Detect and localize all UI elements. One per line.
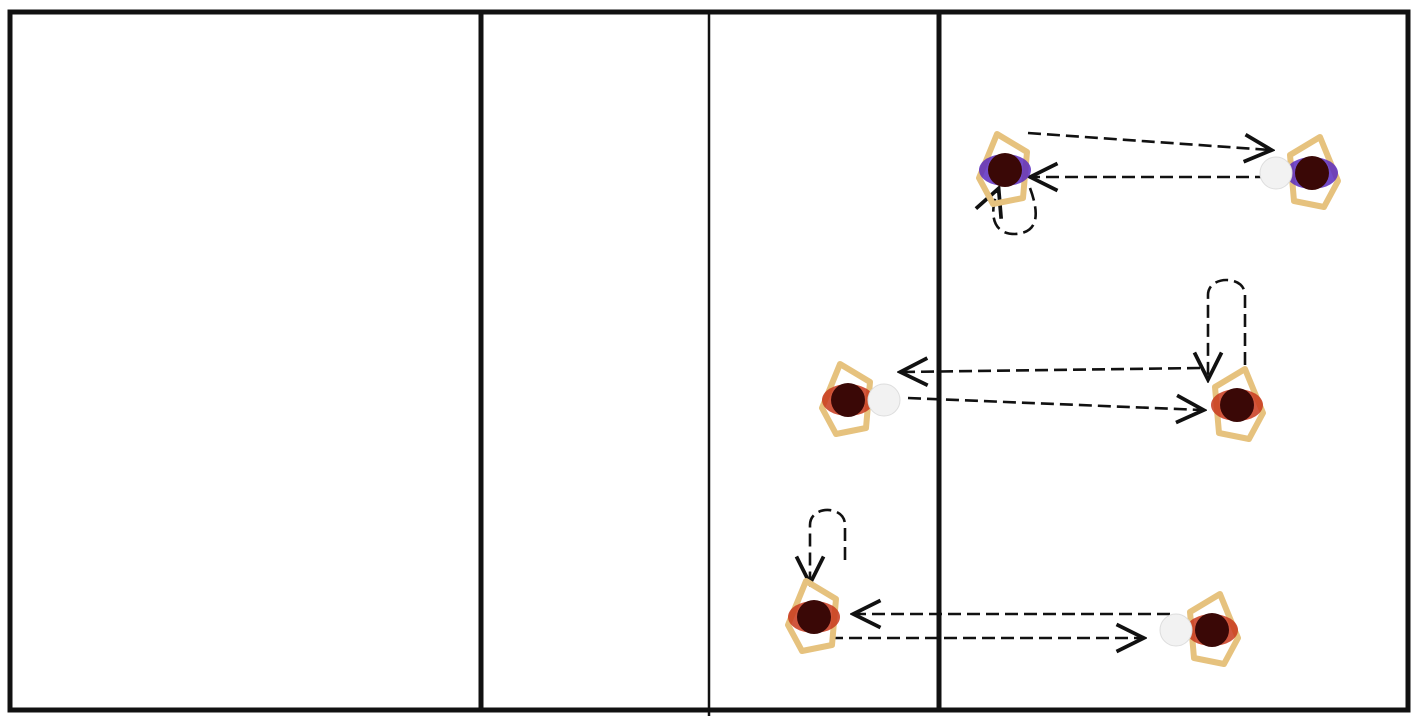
volleyball-icon: [867, 383, 901, 417]
volleyball-icon: [1159, 613, 1193, 647]
player-p1: [976, 131, 1031, 207]
move-1-loop-arrow: [993, 188, 1037, 236]
pass-1-to-2-arrow: [1027, 131, 1270, 150]
player-head: [988, 153, 1022, 187]
player-head: [1295, 156, 1329, 190]
player-p4: [1211, 366, 1266, 442]
player-head: [831, 383, 865, 417]
pass-3-to-4-arrow: [907, 398, 1202, 410]
player-head: [1220, 388, 1254, 422]
player-p6: [1159, 591, 1241, 667]
move-5-loop-arrow: [810, 508, 847, 582]
player-head: [797, 600, 831, 634]
player-p2: [1259, 134, 1341, 210]
player-head: [1195, 613, 1229, 647]
player-p5: [785, 578, 840, 654]
move-4-loop-arrow: [1208, 278, 1247, 378]
movement-paths: [810, 131, 1270, 638]
player-p3: [819, 361, 901, 437]
volleyball-icon: [1259, 156, 1293, 190]
players: [785, 131, 1341, 667]
pass-4-to-3-arrow: [902, 368, 1201, 372]
